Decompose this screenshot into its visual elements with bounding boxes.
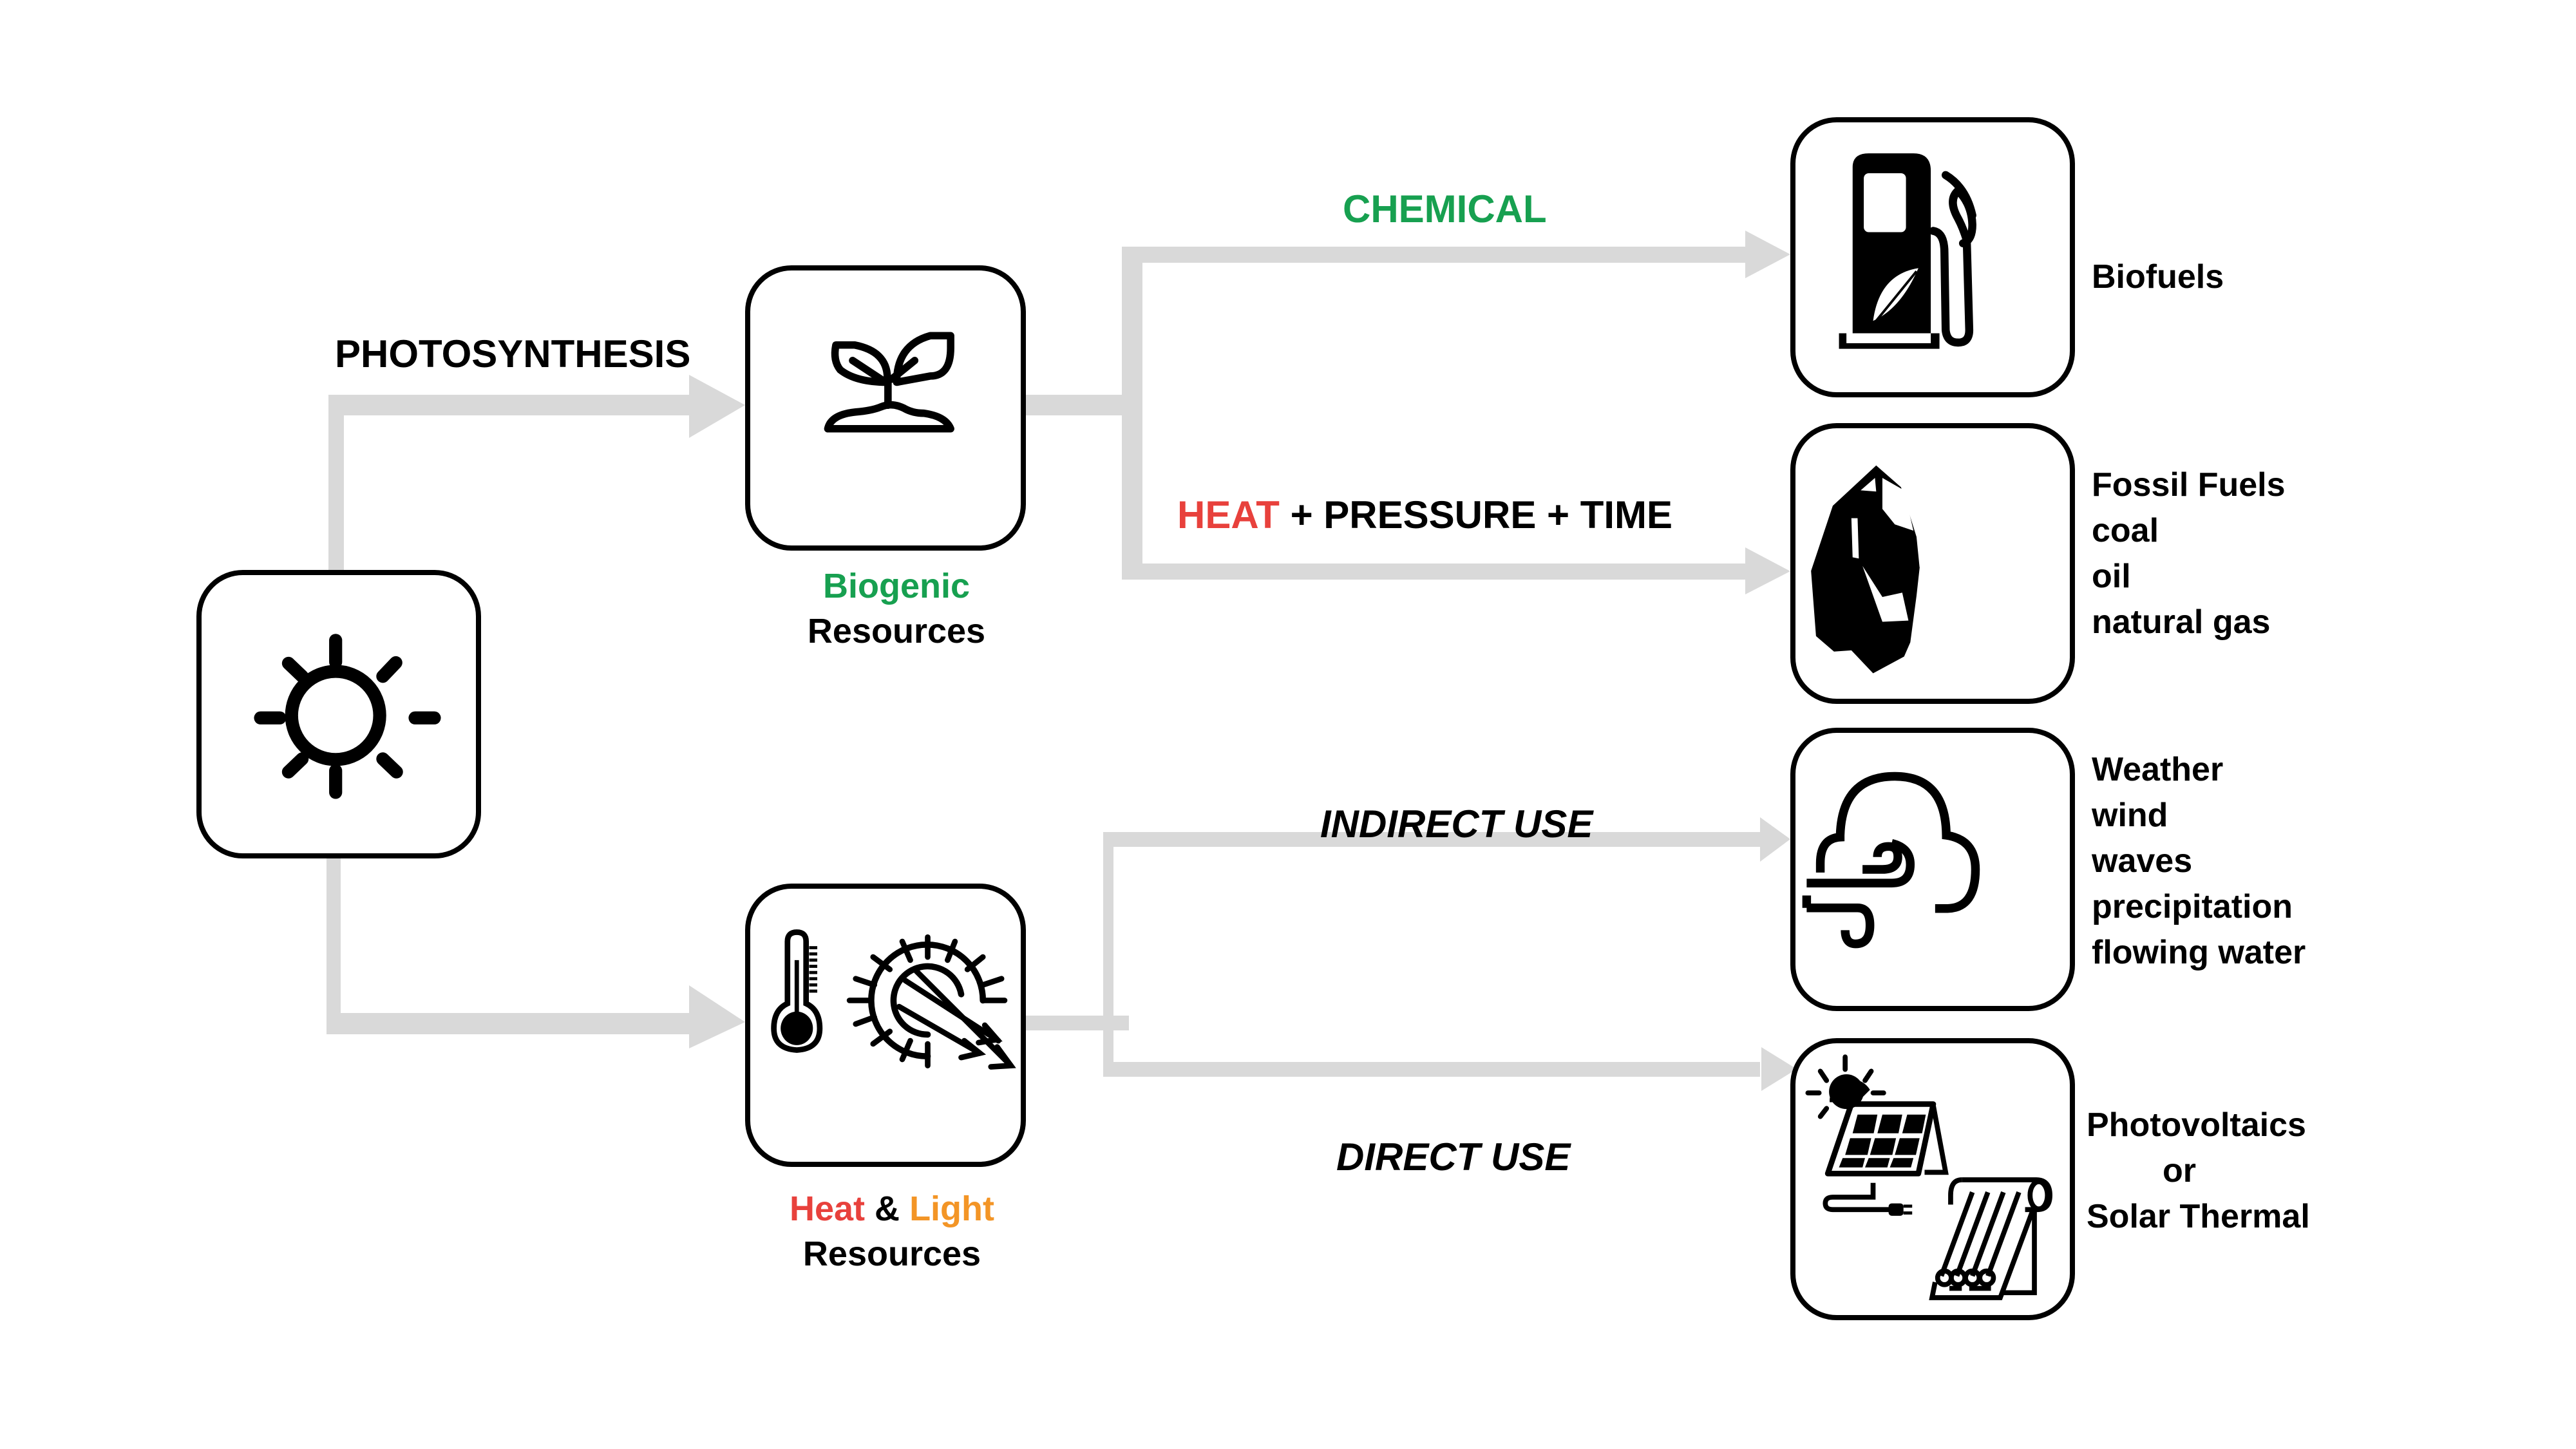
caption-light-word: Light xyxy=(909,1189,995,1228)
arrow-direct-shaft xyxy=(1103,1062,1760,1077)
wind-cloud-icon xyxy=(1802,772,1980,949)
label-photosynthesis: PHOTOSYNTHESIS xyxy=(335,332,691,375)
output-line: wind xyxy=(2092,797,2168,834)
output-line: Biofuels xyxy=(2092,258,2224,296)
arrow-chemical-shaft xyxy=(1122,247,1753,263)
pv-panel-icon xyxy=(1823,1101,1949,1216)
arrow-htp-shaft xyxy=(1122,564,1753,580)
fossil-fuels-node xyxy=(1790,423,2075,704)
arrow-heatlight-branch-stem xyxy=(1103,832,1113,1077)
caption-ampersand: & xyxy=(875,1189,900,1228)
label-indirect-use: INDIRECT USE xyxy=(1320,802,1593,846)
heat-light-caption-title: Heat & Light xyxy=(734,1186,1050,1231)
label-direct-use: DIRECT USE xyxy=(1336,1135,1571,1179)
output-line: or xyxy=(2163,1152,2196,1189)
arrow-heatlight-head xyxy=(689,985,745,1048)
fossil-fuels-label: Fossil Fuels coal oil natural gas xyxy=(2092,462,2286,645)
label-heat-pressure-time: HEAT + PRESSURE + TIME xyxy=(1177,493,1672,537)
caption-heat-word: Heat xyxy=(789,1189,866,1228)
arrow-photosynthesis-head xyxy=(689,375,745,438)
biofuels-node xyxy=(1790,117,2075,397)
coal-icon xyxy=(1811,465,1920,674)
biofuel-pump-icon xyxy=(1839,153,1976,349)
arrow-indirect-shaft xyxy=(1103,832,1760,847)
output-line: oil xyxy=(2092,558,2131,595)
label-heat-word: HEAT xyxy=(1177,493,1280,536)
arrow-photosynthesis-shaft xyxy=(328,395,696,415)
weather-node xyxy=(1790,728,2075,1011)
biogenic-caption: Biogenic Resources xyxy=(745,564,1048,654)
solar-label: Photovoltaics or Solar Thermal xyxy=(2087,1103,2310,1240)
heat-light-node xyxy=(745,884,1026,1167)
heat-light-caption: Heat & Light Resources xyxy=(734,1186,1050,1276)
solar-panel-icon xyxy=(1805,1054,2052,1300)
biofuels-label: Biofuels xyxy=(2092,254,2224,300)
solar-thermal-icon xyxy=(1929,1177,2052,1300)
biogenic-node xyxy=(745,265,1026,551)
output-line: flowing water xyxy=(2092,934,2306,971)
arrow-sun-down-stem xyxy=(327,858,341,1034)
sun-rays-icon xyxy=(846,934,1016,1070)
sun-icon xyxy=(254,634,441,799)
output-line: coal xyxy=(2092,512,2159,549)
biogenic-caption-subtitle: Resources xyxy=(807,612,986,650)
small-sun-icon xyxy=(1805,1054,1886,1119)
arrow-heatlight-shaft xyxy=(327,1013,694,1034)
output-line: Weather xyxy=(2092,751,2224,788)
thermometer-sun-icon xyxy=(771,929,1016,1070)
sprout-icon xyxy=(824,332,954,433)
thermometer-icon xyxy=(771,929,823,1053)
output-line: Photovoltaics xyxy=(2087,1106,2306,1144)
weather-label: Weather wind waves precipitation flowing… xyxy=(2092,747,2306,976)
arrow-htp-head xyxy=(1745,547,1790,594)
arrow-chemical-head xyxy=(1745,231,1790,278)
heat-light-caption-subtitle: Resources xyxy=(802,1235,981,1273)
arrow-direct-head xyxy=(1761,1047,1797,1091)
output-line: precipitation xyxy=(2092,888,2293,925)
arrow-biogenic-branch-stem xyxy=(1122,247,1142,580)
biogenic-caption-title: Biogenic xyxy=(822,567,971,605)
arrow-indirect-head xyxy=(1760,817,1790,862)
arrow-biogenic-out xyxy=(1026,395,1139,415)
output-line: Solar Thermal xyxy=(2087,1198,2310,1235)
output-line: Fossil Fuels xyxy=(2092,466,2286,504)
solar-node xyxy=(1790,1038,2075,1320)
output-line: natural gas xyxy=(2092,603,2271,641)
output-line: waves xyxy=(2092,842,2193,880)
sun-node xyxy=(196,570,481,858)
label-pressure-time: + PRESSURE + TIME xyxy=(1290,493,1673,536)
label-chemical: CHEMICAL xyxy=(1343,187,1547,231)
arrow-sun-up-stem xyxy=(328,395,344,570)
